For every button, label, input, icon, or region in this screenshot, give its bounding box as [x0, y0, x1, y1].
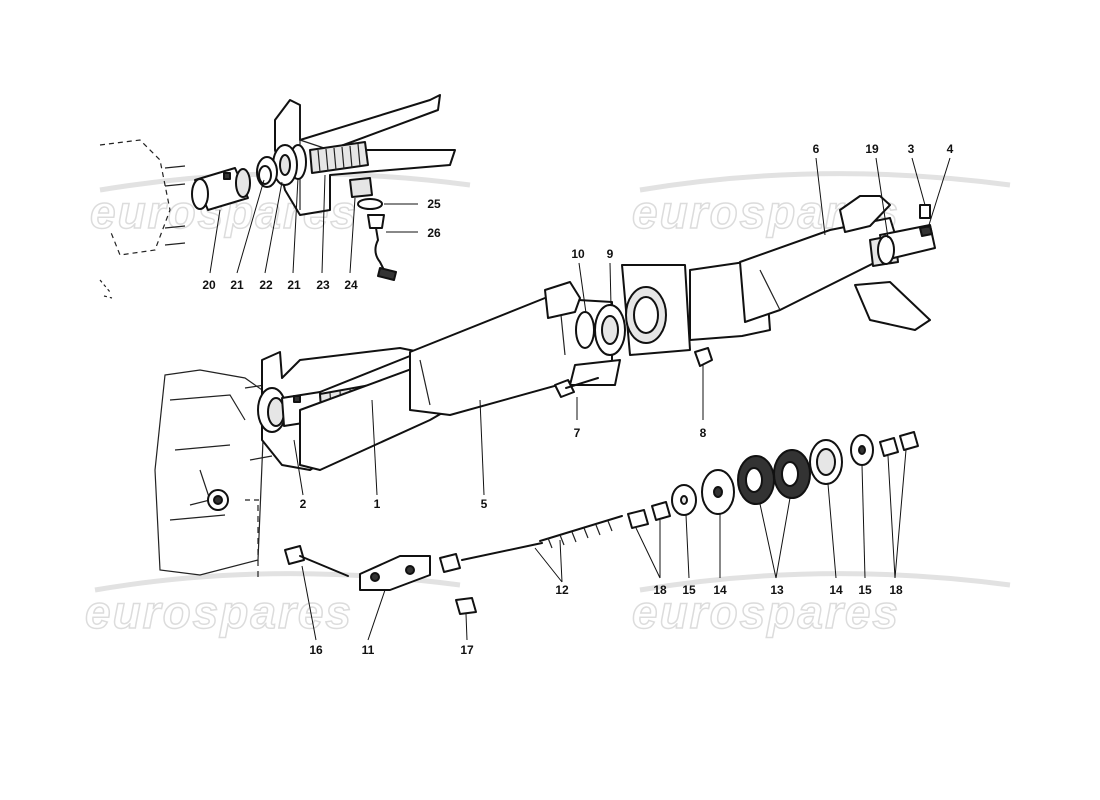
- callout-3: 3: [908, 142, 915, 156]
- callout-14-right: 14: [829, 583, 843, 597]
- watermark-top-right: eurospares: [631, 171, 1011, 239]
- callout-4: 4: [947, 142, 954, 156]
- callout-24: 24: [344, 278, 358, 292]
- inset-gearbox-stub: [99, 139, 186, 299]
- callout-15-right: 15: [858, 583, 872, 597]
- leader-lines: [209, 157, 951, 641]
- callout-14-left: 14: [713, 583, 727, 597]
- callout-21-right: 21: [287, 278, 301, 292]
- callout-18-left: 18: [653, 583, 667, 597]
- callout-16: 16: [309, 643, 323, 657]
- callout-5: 5: [481, 497, 488, 511]
- watermark-bottom-right: eurospares: [631, 571, 1011, 639]
- callout-15-left: 15: [682, 583, 696, 597]
- callout-9: 9: [607, 247, 614, 261]
- callout-6: 6: [813, 142, 820, 156]
- callout-11: 11: [362, 643, 375, 657]
- main-assembly: [154, 195, 936, 580]
- callout-7: 7: [574, 426, 581, 440]
- svg-text:eurospares: eurospares: [632, 586, 900, 638]
- callout-23: 23: [316, 278, 330, 292]
- callout-17: 17: [460, 643, 474, 657]
- callout-21-left: 21: [230, 278, 244, 292]
- callout-8: 8: [700, 426, 707, 440]
- callout-1: 1: [374, 497, 381, 511]
- gearbox-casing: [154, 369, 273, 580]
- callout-22: 22: [259, 278, 273, 292]
- callout-26: 26: [427, 226, 441, 240]
- mount-hardware: [284, 431, 919, 615]
- callout-12: 12: [555, 583, 569, 597]
- callout-25: 25: [427, 197, 441, 211]
- callout-19: 19: [865, 142, 879, 156]
- svg-text:eurospares: eurospares: [85, 586, 353, 638]
- callout-18-right: 18: [889, 583, 903, 597]
- callout-13: 13: [770, 583, 784, 597]
- callout-labels: 20 21 22 21 23 24 25 26 6 19 3 4 10 9 7 …: [202, 142, 953, 657]
- callout-20: 20: [202, 278, 216, 292]
- callout-10: 10: [571, 247, 585, 261]
- inset-subassembly: [99, 94, 456, 299]
- callout-2: 2: [300, 497, 307, 511]
